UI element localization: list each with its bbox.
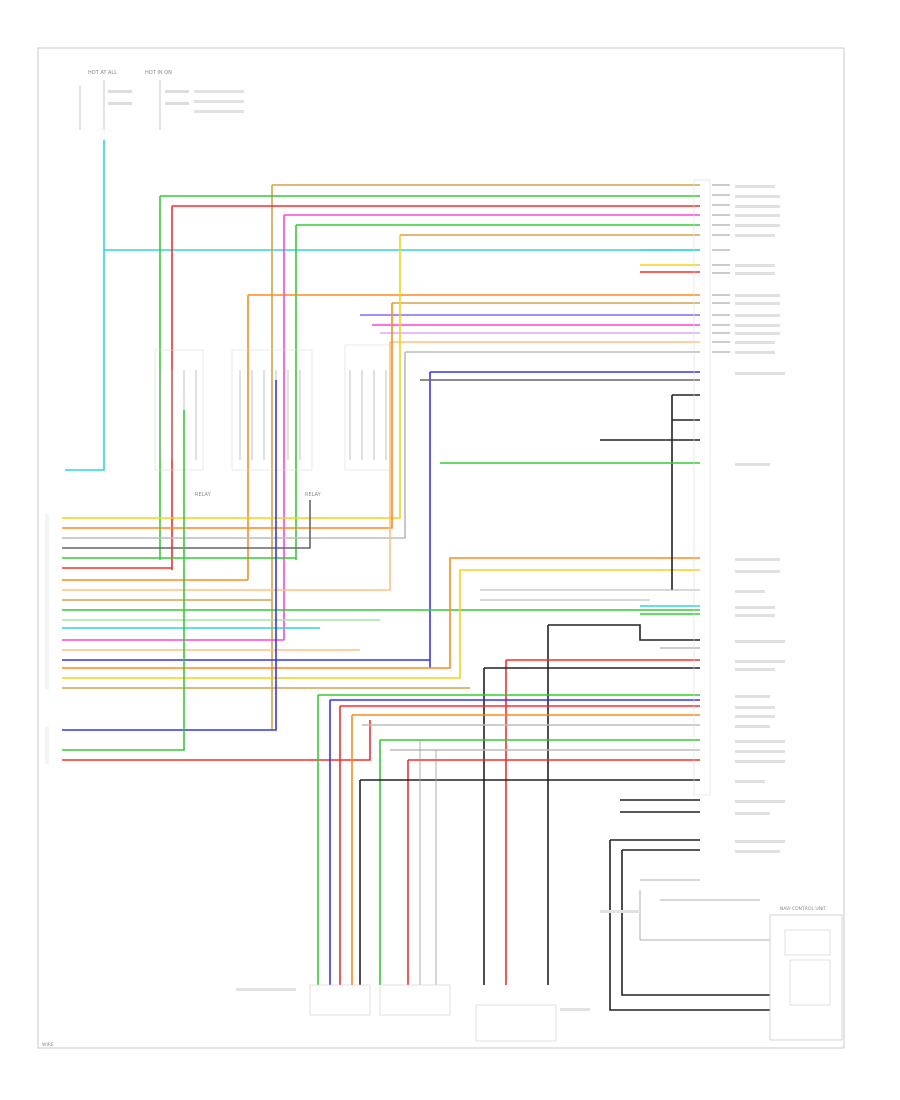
upper-bus-wires xyxy=(159,184,700,730)
hot-at-all-label: HOT AT ALL xyxy=(88,70,117,76)
footer-label: WIRE xyxy=(42,1042,54,1048)
navi-control-unit: NAVI CONTROL UNIT xyxy=(600,906,843,1041)
cyan-feed-wire xyxy=(65,140,700,471)
power-source-labels: HOT AT ALL HOT IN ON xyxy=(79,70,244,130)
ground-and-switch-wires xyxy=(440,394,700,985)
lower-bus-wires xyxy=(317,694,770,1011)
right-connector xyxy=(693,179,785,853)
relay-zone: RELAY RELAY xyxy=(154,344,391,498)
relay-1-label: RELAY xyxy=(195,492,212,498)
left-connector-wires xyxy=(62,235,700,761)
hot-in-on-label: HOT IN ON xyxy=(145,70,172,76)
left-pin-numbers xyxy=(45,514,49,764)
bottom-connectors xyxy=(236,984,590,1042)
navi-control-unit-title: NAVI CONTROL UNIT xyxy=(780,906,826,912)
diagram-frame xyxy=(37,47,845,1049)
relay-2-label: RELAY xyxy=(305,492,322,498)
